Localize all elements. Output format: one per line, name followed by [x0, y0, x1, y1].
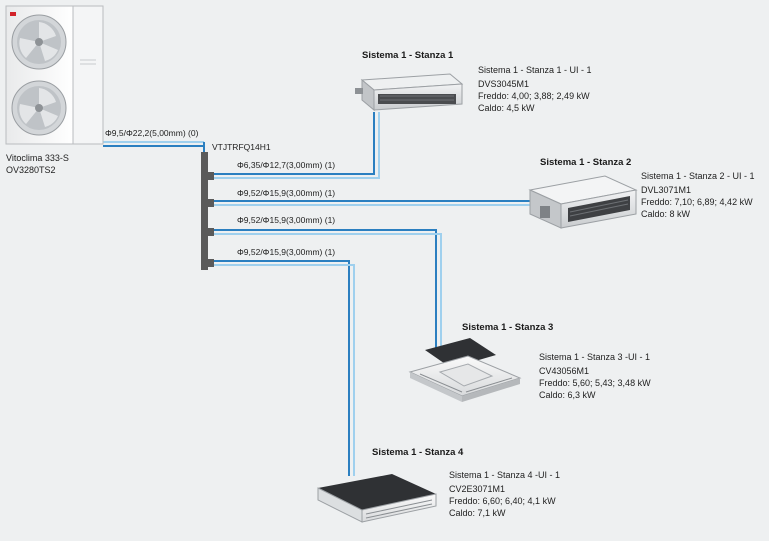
- branch-pipe-label-4: Φ9,52/Φ15,9(3,00mm) (1): [237, 247, 336, 257]
- branch-pipe-label-1: Φ6,35/Φ12,7(3,00mm) (1): [237, 160, 336, 170]
- branch-pipe-4: [208, 260, 355, 476]
- room-4-title: Sistema 1 - Stanza 4: [372, 447, 464, 458]
- branch-pipe-label-2: Φ9,52/Φ15,9(3,00mm) (1): [237, 188, 336, 198]
- fan-icon: [11, 80, 67, 136]
- outdoor-unit-model: OV3280TS2: [6, 165, 56, 175]
- indoor-unit-2-image: [528, 175, 638, 229]
- branch-header: [201, 152, 214, 270]
- branch-pipe-1: [208, 112, 380, 179]
- room-2-title: Sistema 1 - Stanza 2: [540, 157, 632, 168]
- room-1-unit-id: Sistema 1 - Stanza 1 - UI - 1: [478, 65, 592, 75]
- room-1-heating: Caldo: 4,5 kW: [478, 103, 535, 113]
- branch-pipe-2: [208, 200, 536, 206]
- branch-pipe-3: [208, 229, 442, 350]
- fan-icon: [11, 14, 67, 70]
- room-1-model: DVS3045M1: [478, 79, 530, 89]
- room-2-heating: Caldo: 8 kW: [641, 209, 691, 219]
- main-pipe-label: Φ9,5/Φ22,2(5,00mm) (0): [105, 128, 199, 138]
- room-2-info: Sistema 1 - Stanza 2 - UI - 1 DVL3071M1 …: [641, 170, 755, 220]
- room-3-unit-id: Sistema 1 - Stanza 3 -UI - 1: [539, 352, 651, 362]
- room-1-title: Sistema 1 - Stanza 1: [362, 50, 454, 61]
- room-4-cooling: Freddo: 6,60; 6,40; 4,1 kW: [449, 496, 556, 506]
- main-pipe: [103, 141, 205, 152]
- outdoor-unit-name: Vitoclima 333-S: [6, 153, 69, 163]
- room-2-model: DVL3071M1: [641, 185, 692, 195]
- room-3-model: CV43056M1: [539, 366, 590, 376]
- outdoor-unit-image: [5, 5, 104, 145]
- branch-kit-model: VTJTRFQ14H1: [212, 142, 271, 152]
- room-3-cooling: Freddo: 5,60; 5,43; 3,48 kW: [539, 378, 651, 388]
- indoor-unit-1-image: [355, 73, 464, 112]
- room-4-unit-id: Sistema 1 - Stanza 4 -UI - 1: [449, 470, 561, 480]
- room-2-cooling: Freddo: 7,10; 6,89; 4,42 kW: [641, 197, 753, 207]
- indoor-unit-4-image: [317, 474, 437, 523]
- room-1-info: Sistema 1 - Stanza 1 - UI - 1 DVS3045M1 …: [478, 64, 592, 114]
- room-3-info: Sistema 1 - Stanza 3 -UI - 1 CV43056M1 F…: [539, 351, 651, 401]
- room-2-unit-id: Sistema 1 - Stanza 2 - UI - 1: [641, 171, 755, 181]
- indoor-unit-3-image: [408, 338, 522, 402]
- room-4-heating: Caldo: 7,1 kW: [449, 508, 506, 518]
- room-4-model: CV2E3071M1: [449, 484, 506, 494]
- room-4-info: Sistema 1 - Stanza 4 -UI - 1 CV2E3071M1 …: [449, 469, 560, 519]
- pipes: [103, 112, 536, 476]
- room-3-heating: Caldo: 6,3 kW: [539, 390, 596, 400]
- branch-pipe-label-3: Φ9,52/Φ15,9(3,00mm) (1): [237, 215, 336, 225]
- room-3-title: Sistema 1 - Stanza 3: [462, 322, 554, 333]
- room-1-cooling: Freddo: 4,00; 3,88; 2,49 kW: [478, 91, 590, 101]
